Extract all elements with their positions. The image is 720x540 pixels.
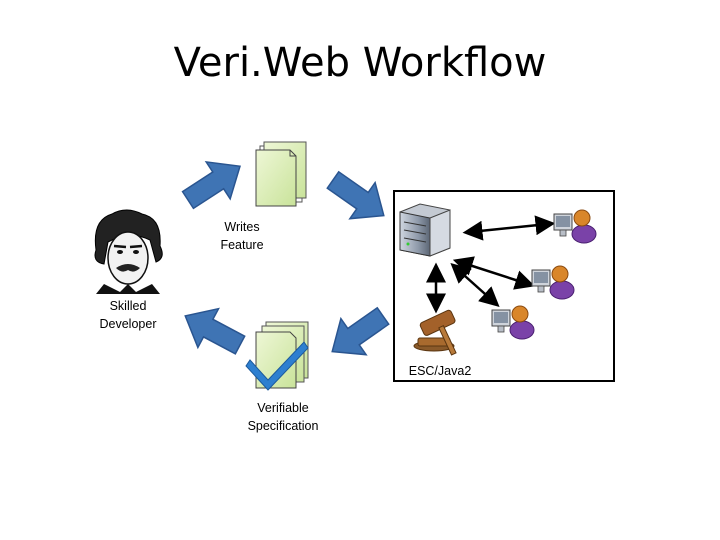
page-title: Veri.Web Workflow <box>173 40 547 86</box>
arrow-checker-to-spec <box>331 306 390 356</box>
workstation-user-icon <box>553 209 597 244</box>
document-stack-icon <box>255 141 307 207</box>
connector-server-user1 <box>462 215 556 241</box>
arrow-spec-to-developer <box>184 307 246 355</box>
developer-label: Skilled Developer <box>88 297 168 333</box>
spec-label-line2: Specification <box>247 419 319 433</box>
verification-box <box>393 190 615 382</box>
server-icon <box>399 203 451 257</box>
feature-label-line1: Writes <box>224 220 260 234</box>
connector-server-user3 <box>450 262 500 308</box>
workstation-user-icon <box>531 265 575 300</box>
workstation-user-icon <box>491 305 535 340</box>
developer-portrait-icon <box>92 209 164 294</box>
arrow-developer-to-feature <box>181 160 241 210</box>
connector-arrows <box>426 215 556 314</box>
feature-label-line2: Feature <box>220 238 264 252</box>
spec-label: Verifiable Specification <box>230 399 336 435</box>
spec-label-line1: Verifiable <box>257 401 309 415</box>
developer-label-line1: Skilled <box>109 299 147 313</box>
tool-label: ESC/Java2 <box>408 364 472 378</box>
arrow-feature-to-checker <box>326 170 385 220</box>
checked-document-stack-icon <box>245 321 309 391</box>
developer-label-line2: Developer <box>99 317 157 331</box>
feature-label: Writes Feature <box>202 218 282 254</box>
gavel-icon <box>413 309 457 356</box>
